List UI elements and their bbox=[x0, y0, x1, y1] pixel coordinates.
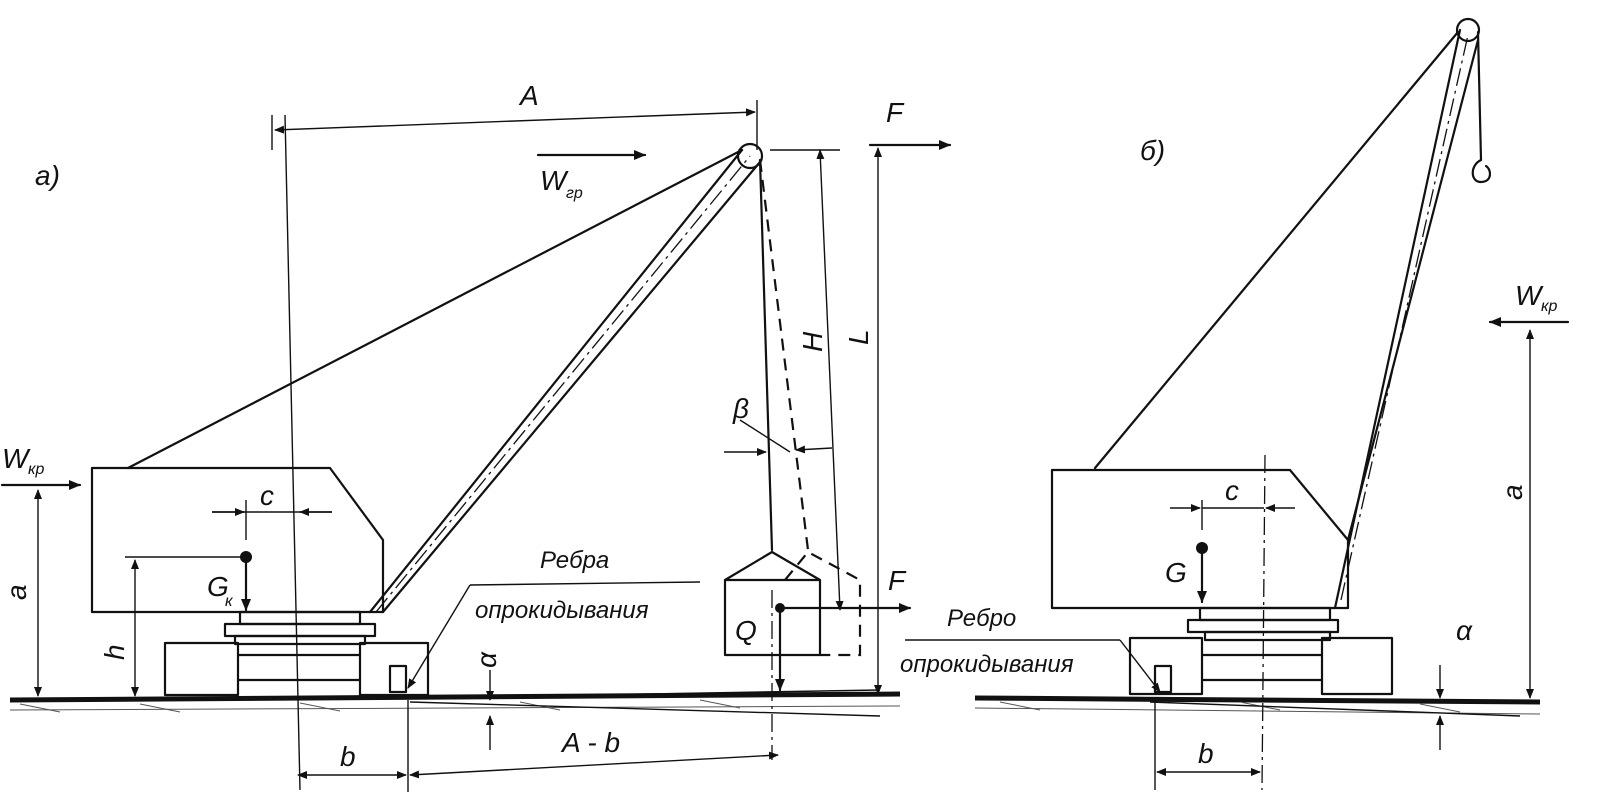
label-force-f-top: F bbox=[886, 97, 905, 128]
tipping-edge-block-right bbox=[1153, 664, 1173, 694]
label-weight: G bbox=[207, 571, 229, 602]
label-h-cap: H bbox=[797, 331, 828, 352]
tipping-edge-underline bbox=[469, 581, 701, 586]
label-wind-load: W bbox=[540, 165, 569, 196]
panel-label-right: б) bbox=[1140, 135, 1165, 166]
label-tipping-edge-line2: опрокидывания bbox=[475, 597, 649, 624]
right-crane-view: G c W кр a α Ребро опрокидывания b б) bbox=[900, 17, 1570, 791]
deflected-load-box bbox=[784, 550, 862, 657]
left-crane-view: A W гр F F H L β W кр c a bbox=[0, 80, 952, 792]
tipping-edge-right-pointer bbox=[1119, 639, 1161, 693]
label-b: b bbox=[340, 741, 356, 772]
label-c-right: c bbox=[1225, 475, 1239, 506]
crane-cabin bbox=[90, 466, 385, 614]
label-tipping-edge-line1: Ребра bbox=[540, 547, 609, 574]
boom-left bbox=[368, 142, 764, 614]
label-h: h bbox=[99, 644, 130, 660]
crane-cabin-right bbox=[1050, 468, 1350, 610]
deflected-hoist-rope bbox=[758, 159, 810, 551]
turntable-ring bbox=[223, 622, 377, 638]
track-right-front bbox=[1128, 636, 1204, 696]
track-left-front bbox=[358, 641, 430, 697]
label-crane-wind-right: W bbox=[1515, 280, 1544, 311]
boom-pendant-right bbox=[1093, 30, 1460, 470]
label-a-height-right: a bbox=[1497, 484, 1528, 500]
label-crane-wind: W bbox=[2, 443, 31, 474]
label-crane-wind-sub: кр bbox=[28, 461, 45, 478]
label-c: c bbox=[260, 480, 274, 511]
label-a-height: a bbox=[1, 584, 32, 600]
tipping-edge-block bbox=[388, 664, 408, 694]
label-alpha-right: α bbox=[1456, 615, 1473, 646]
track-right-rear bbox=[1320, 636, 1394, 696]
boom-head-pulley-right bbox=[1455, 17, 1481, 43]
hook bbox=[1471, 158, 1492, 184]
dim-a-reach bbox=[274, 108, 756, 134]
boom-pendant bbox=[126, 148, 744, 470]
label-b-right: b bbox=[1198, 738, 1214, 769]
dim-h-cap bbox=[816, 149, 844, 611]
label-load: Q bbox=[735, 615, 757, 646]
label-alpha-left: α bbox=[471, 651, 502, 668]
boom-head-pulley bbox=[736, 142, 764, 170]
hook-rope bbox=[1476, 30, 1483, 162]
undercarriage bbox=[236, 653, 362, 682]
label-tipping-edge-right-line2: опрокидывания bbox=[900, 651, 1074, 678]
label-weight-sub: к bbox=[225, 593, 234, 610]
label-tipping-edge-right-line1: Ребро bbox=[947, 605, 1016, 632]
label-l: L bbox=[843, 329, 874, 345]
boom-right bbox=[1333, 17, 1481, 610]
label-weight-right: G bbox=[1165, 557, 1187, 588]
panel-label-left: а) bbox=[35, 160, 60, 191]
dim-a-minus-b bbox=[409, 751, 779, 779]
label-wind-load-sub: гр bbox=[566, 185, 583, 202]
label-force-f-load: F bbox=[888, 565, 907, 596]
rotation-axis bbox=[284, 114, 301, 791]
track-left-rear bbox=[163, 641, 240, 697]
label-a-minus-b: A - b bbox=[560, 727, 620, 758]
turntable-base bbox=[233, 634, 367, 646]
label-a-reach: A bbox=[518, 80, 539, 111]
rotation-axis-right bbox=[1261, 454, 1266, 791]
label-beta: β bbox=[732, 393, 749, 424]
turntable-top bbox=[238, 610, 362, 626]
label-crane-wind-right-sub: кр bbox=[1541, 298, 1558, 315]
tipping-edge-pointer bbox=[407, 584, 471, 689]
hoist-rope bbox=[758, 158, 774, 552]
